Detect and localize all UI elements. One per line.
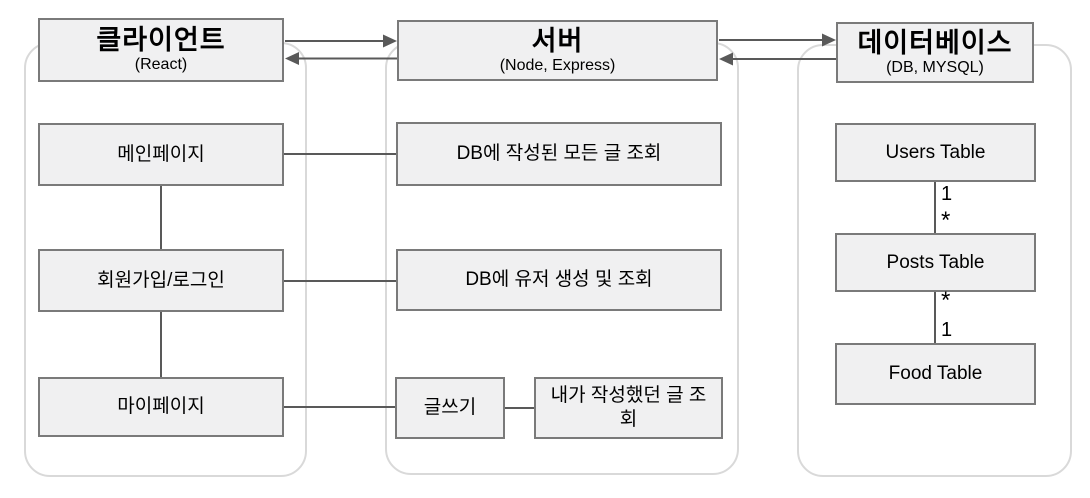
- database-item-users-table: Users Table: [835, 123, 1036, 182]
- database-subtitle: (DB, MYSQL): [886, 58, 984, 76]
- database-header-box: 데이터베이스 (DB, MYSQL): [836, 22, 1034, 83]
- server-item-read-all-posts: DB에 작성된 모든 글 조회: [396, 122, 722, 186]
- client-item-signup-login: 회원가입/로그인: [38, 249, 284, 312]
- client-item-mypage: 마이페이지: [38, 377, 284, 437]
- database-item-food-table: Food Table: [835, 343, 1036, 405]
- client-to-server-arrowhead-icon: [383, 34, 397, 48]
- cardinality-posts-top-side: *: [941, 207, 951, 234]
- cardinality-users-side: 1: [941, 183, 953, 205]
- server-item-write-post: 글쓰기: [395, 377, 505, 439]
- server-item-create-read-user: DB에 유저 생성 및 조회: [396, 249, 722, 311]
- cardinality-food-side: 1: [941, 319, 953, 341]
- client-header-box: 클라이언트 (React): [38, 18, 284, 82]
- server-item-read-my-posts: 내가 작성했던 글 조회: [534, 377, 723, 439]
- client-subtitle: (React): [134, 56, 188, 74]
- client-title: 클라이언트: [96, 25, 226, 56]
- server-subtitle: (Node, Express): [499, 56, 616, 74]
- client-item-mainpage: 메인페이지: [38, 123, 284, 186]
- server-title: 서버: [531, 25, 584, 56]
- cardinality-posts-bottom-side: *: [941, 287, 951, 314]
- database-item-posts-table: Posts Table: [835, 233, 1036, 292]
- database-title: 데이터베이스: [857, 27, 1013, 58]
- server-header-box: 서버 (Node, Express): [397, 20, 718, 81]
